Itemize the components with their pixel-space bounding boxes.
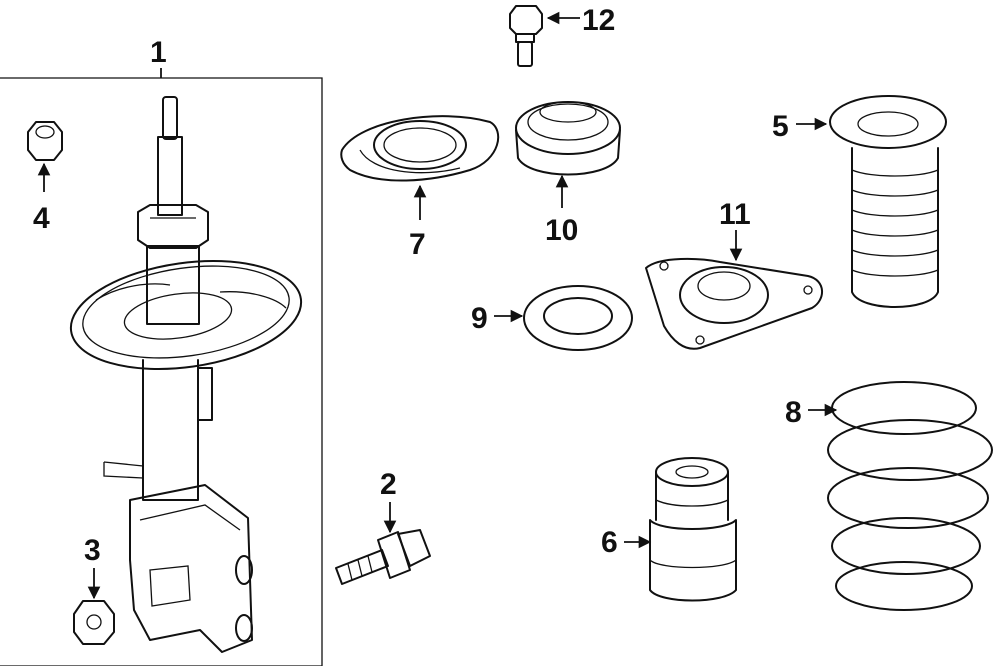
callout-label-9: 9 <box>471 302 488 335</box>
callout-label-7: 7 <box>409 228 426 261</box>
bolt-12[interactable] <box>509 5 543 67</box>
seat-plate-7[interactable] <box>340 115 500 182</box>
callout-label-1: 1 <box>150 36 167 69</box>
nut-3[interactable] <box>73 600 115 645</box>
callout-6[interactable]: 6 <box>601 526 652 559</box>
nut-4[interactable] <box>27 121 63 161</box>
callout-label-11: 11 <box>719 198 751 231</box>
strut-assembly[interactable] <box>64 96 308 653</box>
bolt-2[interactable] <box>335 529 431 585</box>
callout-10[interactable]: 10 <box>545 174 578 247</box>
callout-5[interactable]: 5 <box>772 110 828 143</box>
bearing-10[interactable] <box>515 101 621 176</box>
callout-8[interactable]: 8 <box>785 396 838 429</box>
insulator-9[interactable] <box>523 285 633 351</box>
callout-1[interactable]: 1 <box>150 36 167 78</box>
dust-boot-5[interactable] <box>829 95 947 308</box>
callout-3[interactable]: 3 <box>84 534 101 600</box>
coil-spring-8[interactable] <box>827 381 993 611</box>
callout-12[interactable]: 12 <box>546 4 615 37</box>
strut-assembly-frame <box>0 77 323 666</box>
callout-label-4: 4 <box>33 202 50 235</box>
callout-9[interactable]: 9 <box>471 302 524 335</box>
callout-label-3: 3 <box>84 534 101 567</box>
callout-label-8: 8 <box>785 396 802 429</box>
callout-label-12: 12 <box>582 4 615 37</box>
callout-4[interactable]: 4 <box>33 162 51 235</box>
callout-label-2: 2 <box>380 468 397 501</box>
strut-mount-11[interactable] <box>645 257 823 350</box>
callout-11[interactable]: 11 <box>719 198 751 262</box>
callout-label-10: 10 <box>545 214 578 247</box>
callout-7[interactable]: 7 <box>409 184 427 261</box>
bump-stop-6[interactable] <box>649 457 737 602</box>
callout-label-5: 5 <box>772 110 789 143</box>
callout-2[interactable]: 2 <box>380 468 397 534</box>
callout-label-6: 6 <box>601 526 618 559</box>
